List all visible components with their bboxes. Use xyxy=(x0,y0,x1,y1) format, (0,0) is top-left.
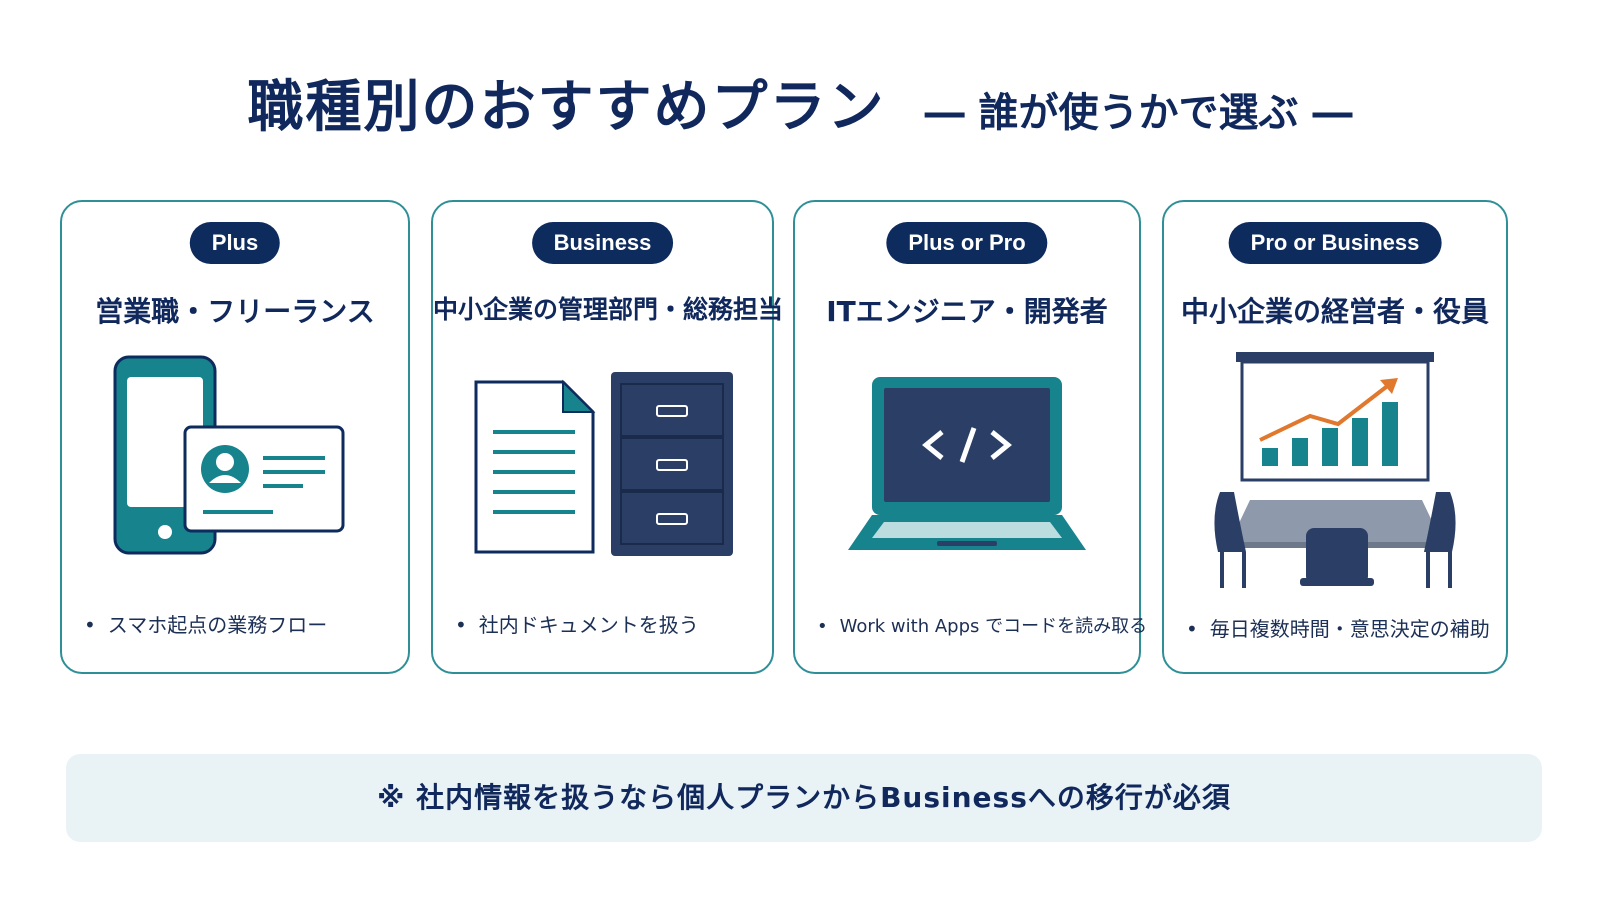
plan-badge: Pro or Business xyxy=(1228,222,1442,264)
plan-card-plus-or-pro: Plus or Pro ITエンジニア・開発者 •Work with Apps … xyxy=(793,200,1148,674)
feature-bullet: •スマホ起点の業務フロー xyxy=(84,613,328,637)
role-title: 中小企業の管理部門・総務担当 xyxy=(433,295,784,324)
plan-badge: Business xyxy=(531,222,674,264)
smartphone-id-card-icon xyxy=(62,352,408,582)
plan-badge: Plus xyxy=(189,222,281,264)
plan-card-business: Business 中小企業の管理部門・総務担当 •社内ドキュメントを扱う xyxy=(431,200,784,674)
migration-note: ※ 社内情報を扱うなら個人プランからBusinessへの移行が必須 xyxy=(66,754,1542,842)
page-title-sub: ― 誰が使うかで選ぶ ― xyxy=(924,90,1353,136)
laptop-code-icon xyxy=(795,352,1139,582)
role-title: 中小企業の経営者・役員 xyxy=(1180,295,1489,328)
plan-card-plus: Plus 営業職・フリーランス •スマホ起点の業務フロー xyxy=(60,200,410,674)
role-title: 営業職・フリーランス xyxy=(95,295,375,328)
meeting-chart-icon xyxy=(1164,352,1506,588)
document-cabinet-icon xyxy=(433,352,772,582)
role-title: ITエンジニア・開発者 xyxy=(826,295,1108,328)
plan-card-pro-or-business: Pro or Business 中小企業の経営者・役員 •毎日複数時間・意思決定… xyxy=(1162,200,1508,674)
page-title: 職種別のおすすめプラン ― 誰が使うかで選ぶ ― xyxy=(0,62,1600,143)
feature-bullet: •社内ドキュメントを扱う xyxy=(455,613,699,637)
page-title-main: 職種別のおすすめプラン xyxy=(247,75,886,140)
plan-badge: Plus or Pro xyxy=(886,222,1048,264)
feature-bullet: •毎日複数時間・意思決定の補助 xyxy=(1186,617,1490,641)
feature-bullet: •Work with Apps でコードを読み取る xyxy=(817,616,1148,637)
